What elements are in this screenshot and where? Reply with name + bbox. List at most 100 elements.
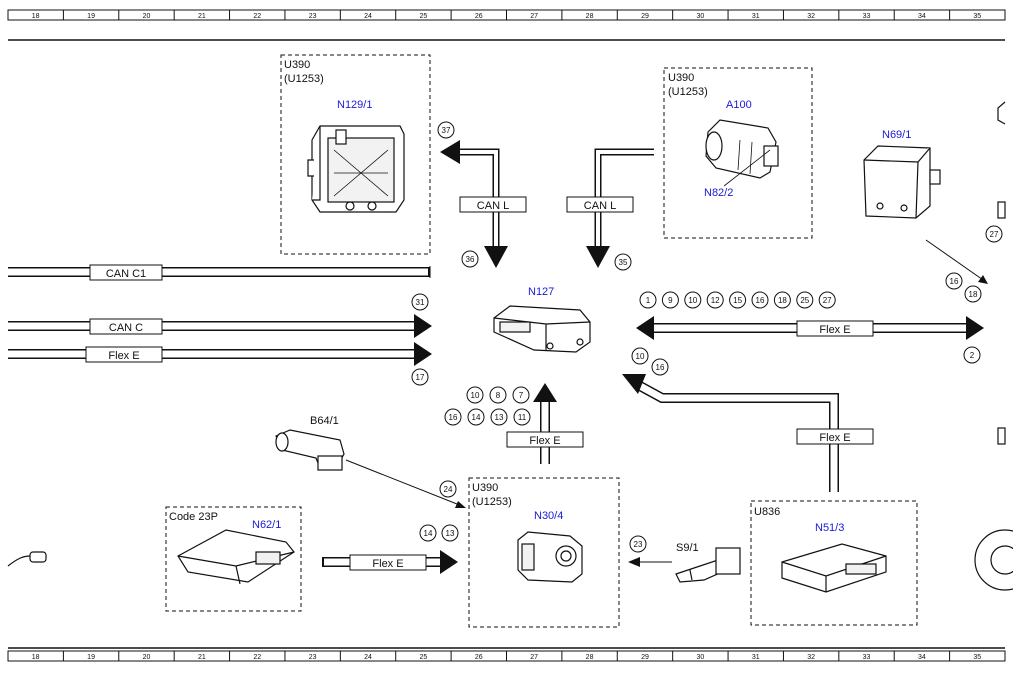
a100-label: A100 — [726, 99, 752, 111]
callout-number: 24 — [444, 485, 453, 494]
ruler-label: 27 — [530, 654, 538, 661]
n51-label: N51/3 — [815, 522, 844, 534]
callout-circle — [818, 291, 836, 309]
callout-circle — [439, 480, 457, 498]
n62-module-icon — [177, 529, 295, 585]
callout-circle — [773, 291, 791, 309]
callout-number: 12 — [711, 296, 720, 305]
ruler-label: 28 — [586, 654, 594, 661]
flex-e-bottom-bus: Flex E — [322, 550, 458, 574]
flex-e-right-bus: Flex E — [636, 316, 984, 340]
callout-circle — [945, 272, 963, 290]
left-edge-connector-icon — [7, 551, 47, 567]
ruler-label: 33 — [863, 13, 871, 20]
ruler-label: 26 — [475, 654, 483, 661]
callout-circle — [706, 291, 724, 309]
callout-circle — [684, 291, 702, 309]
ruler-label: 19 — [87, 13, 95, 20]
callout-circle — [411, 293, 429, 311]
ruler-label: 21 — [198, 13, 206, 20]
can-c-bus: CAN C — [8, 314, 432, 338]
can-l-right-label: CAN L — [584, 200, 616, 212]
b64-label: B64/1 — [310, 415, 339, 427]
ruler-label: 23 — [309, 654, 317, 661]
b64-sensor-icon — [275, 429, 345, 471]
callout-number: 10 — [688, 296, 697, 305]
ruler-label: 34 — [918, 13, 926, 20]
u390-top-left-box — [280, 54, 431, 255]
u390-top-right-box — [663, 67, 813, 239]
callout-number: 10 — [471, 391, 480, 400]
ruler-label: 30 — [696, 654, 704, 661]
callout-circle — [441, 524, 459, 542]
ruler-label: 32 — [807, 654, 815, 661]
u390-bottom-subtitle: (U1253) — [472, 496, 512, 508]
callout-number: 13 — [446, 529, 455, 538]
callout-number: 23 — [634, 540, 643, 549]
a100-actuator-icon — [705, 119, 779, 187]
n127-module-icon — [493, 305, 591, 353]
callout-circle — [751, 291, 769, 309]
callout-number: 11 — [518, 413, 527, 422]
n129-module-icon — [307, 125, 405, 213]
ruler-label: 32 — [807, 13, 815, 20]
ruler-label: 35 — [973, 13, 981, 20]
callout-circle — [411, 368, 429, 386]
ruler-label: 24 — [364, 13, 372, 20]
callout-number: 16 — [449, 413, 458, 422]
n82-label: N82/2 — [704, 187, 733, 199]
ruler-label: 26 — [475, 13, 483, 20]
callout-circle — [629, 535, 647, 553]
callout-circle — [639, 291, 657, 309]
b64-arrowhead — [455, 501, 466, 508]
callout-circle — [437, 121, 455, 139]
s9-switch-icon — [675, 547, 741, 583]
ruler-label: 23 — [309, 13, 317, 20]
callout-circle — [661, 291, 679, 309]
ruler-label: 18 — [32, 654, 40, 661]
callout-number: 37 — [442, 126, 451, 135]
callout-number: 16 — [950, 277, 959, 286]
ruler-label: 25 — [420, 13, 428, 20]
callout-number: 27 — [823, 296, 832, 305]
callout-circle — [461, 250, 479, 268]
flex-e-left-bus: Flex E — [8, 342, 432, 366]
ruler-label: 21 — [198, 654, 206, 661]
callout-number: 35 — [619, 258, 628, 267]
callout-circle — [512, 386, 530, 404]
callout-number: 1 — [646, 296, 651, 305]
ruler-label: 24 — [364, 654, 372, 661]
can-l-right-bus: CAN L — [566, 148, 654, 268]
n30-label: N30/4 — [534, 510, 563, 522]
u390-top-right-subtitle: (U1253) — [668, 86, 708, 98]
callout-circle — [964, 285, 982, 303]
u836-box — [750, 500, 918, 626]
ruler-label: 20 — [143, 13, 151, 20]
ruler-label: 25 — [420, 654, 428, 661]
ruler-label: 22 — [253, 13, 261, 20]
ruler-label: 29 — [641, 654, 649, 661]
callout-circle — [444, 408, 462, 426]
u390-top-left-title: U390 — [284, 59, 310, 71]
callout-number: 27 — [990, 230, 999, 239]
callout-circle — [651, 358, 669, 376]
callout-number: 16 — [756, 296, 765, 305]
ruler-label: 19 — [87, 654, 95, 661]
n51-module-icon — [781, 543, 887, 593]
flex-e-left-label: Flex E — [108, 350, 139, 362]
u390-top-right-title: U390 — [668, 72, 694, 84]
callout-number: 31 — [416, 298, 425, 307]
callout-circle — [419, 524, 437, 542]
flex-e-up-label: Flex E — [529, 435, 560, 447]
ruler-label: 22 — [253, 654, 261, 661]
ruler-label: 27 — [530, 13, 538, 20]
can-l-left-bus: CAN L — [440, 140, 527, 268]
s9-arrowhead — [628, 557, 640, 567]
callout-number: 15 — [733, 296, 742, 305]
callout-number: 18 — [778, 296, 787, 305]
can-c1-label: CAN C1 — [106, 268, 146, 280]
callout-circle — [490, 408, 508, 426]
ruler-label: 29 — [641, 13, 649, 20]
ruler-label: 31 — [752, 654, 760, 661]
n69-module-icon — [863, 145, 941, 219]
